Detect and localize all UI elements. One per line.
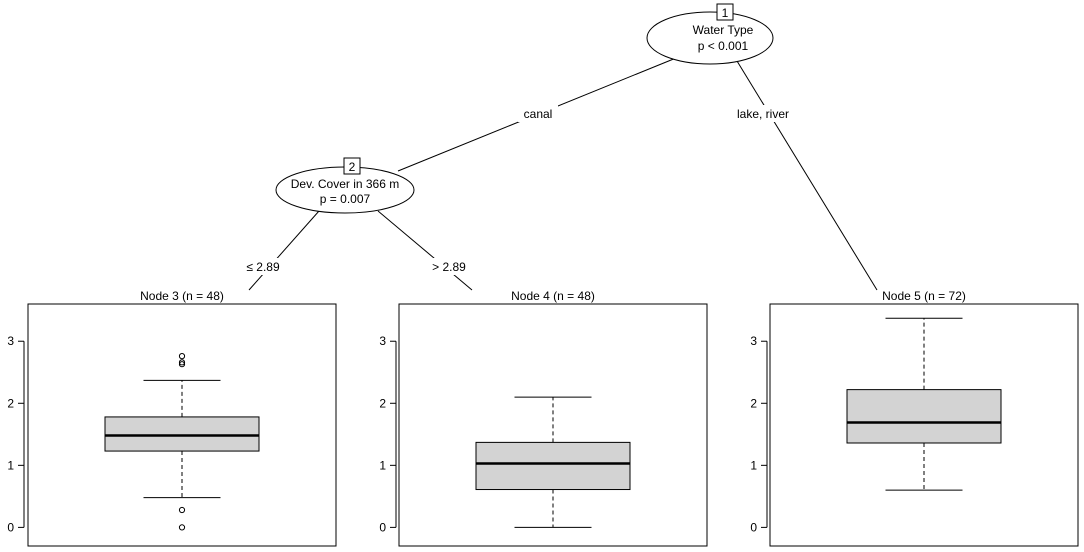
panel-frame <box>769 303 1079 547</box>
y-tick-label: 1 <box>750 458 757 472</box>
panel-frame <box>27 303 337 547</box>
edge-labels: canal lake, river ≤ 2.89 > 2.89 <box>243 105 797 275</box>
edge-label-gt-2-89: > 2.89 <box>432 260 466 274</box>
y-tick-label: 0 <box>7 520 14 534</box>
inner-node-2: 2 Dev. Cover in 366 m p = 0.007 <box>275 157 415 214</box>
node-id-box <box>343 157 361 175</box>
outlier-point <box>178 524 186 531</box>
iqr-box <box>104 416 260 452</box>
panel-title: Node 5 (n = 72) <box>882 289 966 303</box>
outlier-point <box>178 353 186 360</box>
edge-2-3 <box>248 210 320 291</box>
node-id: 1 <box>722 6 729 20</box>
node-variable: Water Type <box>693 23 754 37</box>
outlier-point <box>178 361 186 368</box>
node-variable: Dev. Cover in 366 m <box>291 177 400 191</box>
inner-node-1: 1 Water Type p < 0.001 <box>646 3 774 65</box>
y-tick-label: 2 <box>379 396 386 410</box>
edge-label-lake-river: lake, river <box>737 107 789 121</box>
y-tick-label: 3 <box>7 334 14 348</box>
node-pvalue: p < 0.001 <box>698 39 749 53</box>
y-tick-label: 1 <box>379 458 386 472</box>
terminal-node-panel-3: Node 3 (n = 48) 0 1 2 3 <box>7 289 337 547</box>
panel-frame <box>398 303 708 547</box>
y-tick-label: 1 <box>7 458 14 472</box>
iqr-box <box>475 441 631 491</box>
outlier-point <box>178 506 186 514</box>
panel-title: Node 4 (n = 48) <box>511 289 595 303</box>
y-tick-label: 0 <box>379 520 386 534</box>
outlier-point <box>178 359 186 366</box>
terminal-node-panel-5: Node 5 (n = 72) 0 1 2 3 <box>750 289 1079 547</box>
edge-label-le-2-89: ≤ 2.89 <box>246 260 280 274</box>
node-ellipse <box>646 11 774 65</box>
edge-label-canal: canal <box>524 107 553 121</box>
edge-1-5 <box>736 60 878 291</box>
node-id-box <box>716 3 734 21</box>
y-tick-label: 0 <box>750 520 757 534</box>
edge-2-4 <box>377 210 473 291</box>
iqr-box <box>846 389 1002 444</box>
panel-title: Node 3 (n = 48) <box>140 289 224 303</box>
y-tick-label: 2 <box>750 396 757 410</box>
terminal-node-panel-4: Node 4 (n = 48) 0 1 2 3 <box>379 289 708 547</box>
y-tick-label: 3 <box>750 334 757 348</box>
node-id: 2 <box>349 160 356 174</box>
y-tick-label: 2 <box>7 396 14 410</box>
node-pvalue: p = 0.007 <box>320 192 371 206</box>
y-tick-label: 3 <box>379 334 386 348</box>
